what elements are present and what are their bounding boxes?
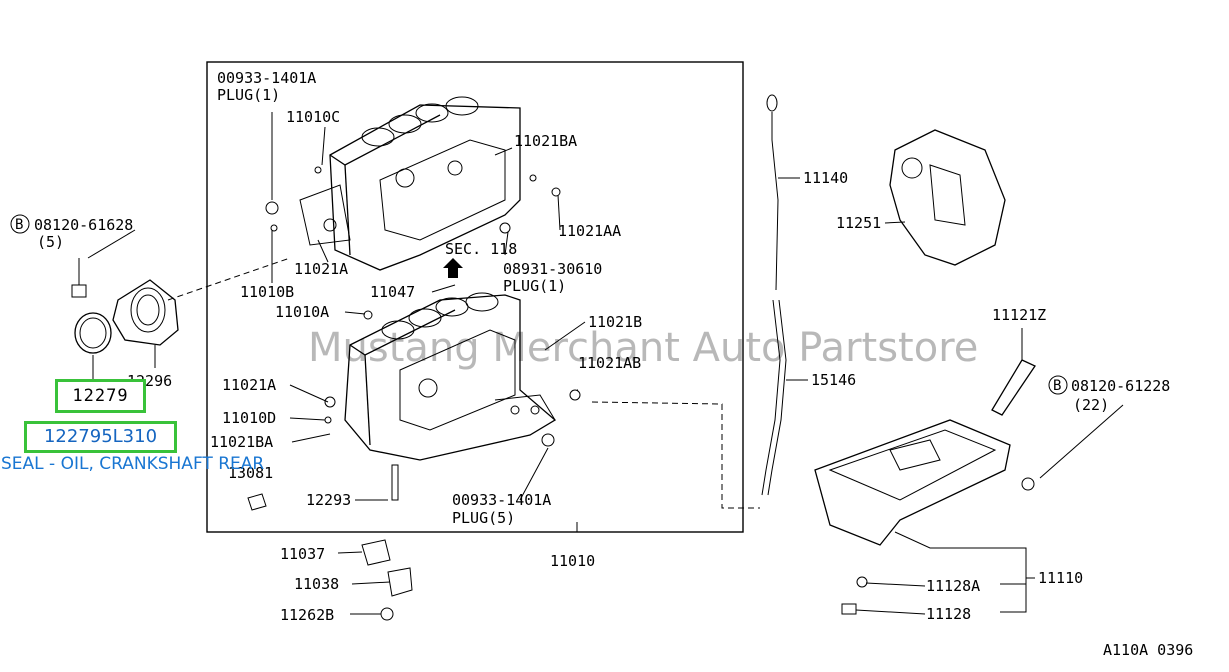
label-sec-118[interactable]: SEC. 118 — [445, 240, 517, 258]
label-11047[interactable]: 11047 — [370, 283, 415, 301]
label-11021A-low[interactable]: 11021A — [222, 376, 276, 394]
label-13081[interactable]: 13081 — [228, 464, 273, 482]
label-11010A[interactable]: 11010A — [275, 303, 329, 321]
cylinder-block-frame — [206, 61, 744, 533]
label-plug-bot-name: PLUG(5) — [452, 509, 515, 527]
label-11021BA-low[interactable]: 11021BA — [210, 433, 273, 451]
dipstick-guide — [761, 299, 787, 496]
label-11140[interactable]: 11140 — [803, 169, 848, 187]
lower-cylinder-block — [247, 292, 581, 511]
upper-cylinder-block — [265, 96, 561, 271]
label-12293[interactable]: 12293 — [306, 491, 351, 509]
bolt-badge-left: B — [10, 214, 30, 234]
label-11010D[interactable]: 11010D — [222, 409, 276, 427]
label-plug-top-num[interactable]: 00933-1401A — [217, 69, 316, 87]
label-bolt-right-qty: (22) — [1073, 396, 1109, 414]
highlight-old-part-number[interactable]: 12279 — [55, 379, 146, 413]
oil-pump-parts — [361, 539, 413, 621]
dashed-guides — [167, 257, 760, 509]
oil-pan — [814, 419, 1035, 615]
label-11010C[interactable]: 11010C — [286, 108, 340, 126]
label-11021AA[interactable]: 11021AA — [558, 222, 621, 240]
bolt-left — [71, 258, 87, 298]
dipstick — [766, 94, 779, 291]
diagram-reference-code: A110A 0396 — [1103, 641, 1193, 659]
rear-oil-seal-retainer — [112, 279, 179, 346]
label-bolt-right-num[interactable]: 08120-61228 — [1071, 377, 1170, 395]
label-11010B[interactable]: 11010B — [240, 283, 294, 301]
label-11262B[interactable]: 11262B — [280, 606, 334, 624]
sealant-tube — [991, 359, 1036, 416]
part-description: SEAL - OIL, CRANKSHAFT REAR — [1, 454, 265, 474]
svg-text:B: B — [15, 217, 23, 233]
arrow-up-icon — [443, 258, 463, 278]
label-bolt-left-qty: (5) — [37, 233, 64, 251]
label-plug-top-name: PLUG(1) — [217, 86, 280, 104]
label-11021A-top[interactable]: 11021A — [294, 260, 348, 278]
label-11010[interactable]: 11010 — [550, 552, 595, 570]
label-11021B[interactable]: 11021B — [588, 313, 642, 331]
label-11037[interactable]: 11037 — [280, 545, 325, 563]
svg-text:B: B — [1053, 378, 1061, 394]
label-plug-1: PLUG(1) — [503, 277, 566, 295]
label-08931-30610[interactable]: 08931-30610 — [503, 260, 602, 278]
label-11128A[interactable]: 11128A — [926, 577, 980, 595]
label-11251[interactable]: 11251 — [836, 214, 881, 232]
label-11110[interactable]: 11110 — [1038, 569, 1083, 587]
rear-oil-seal — [74, 312, 112, 354]
leader-lines — [87, 112, 1124, 615]
label-15146[interactable]: 15146 — [811, 371, 856, 389]
label-11128[interactable]: 11128 — [926, 605, 971, 623]
bolt-badge-right: B — [1048, 375, 1068, 395]
label-11021AB[interactable]: 11021AB — [578, 354, 641, 372]
label-bolt-left-num[interactable]: 08120-61628 — [34, 216, 133, 234]
rear-plate — [889, 129, 1006, 266]
label-11021BA-top[interactable]: 11021BA — [514, 132, 577, 150]
label-11121Z[interactable]: 11121Z — [992, 306, 1046, 324]
label-plug-bot-num[interactable]: 00933-1401A — [452, 491, 551, 509]
watermark: Mustang Merchant Auto Partstore — [308, 325, 978, 371]
label-11038[interactable]: 11038 — [294, 575, 339, 593]
highlight-new-part-number[interactable]: 122795L310 — [24, 421, 177, 453]
